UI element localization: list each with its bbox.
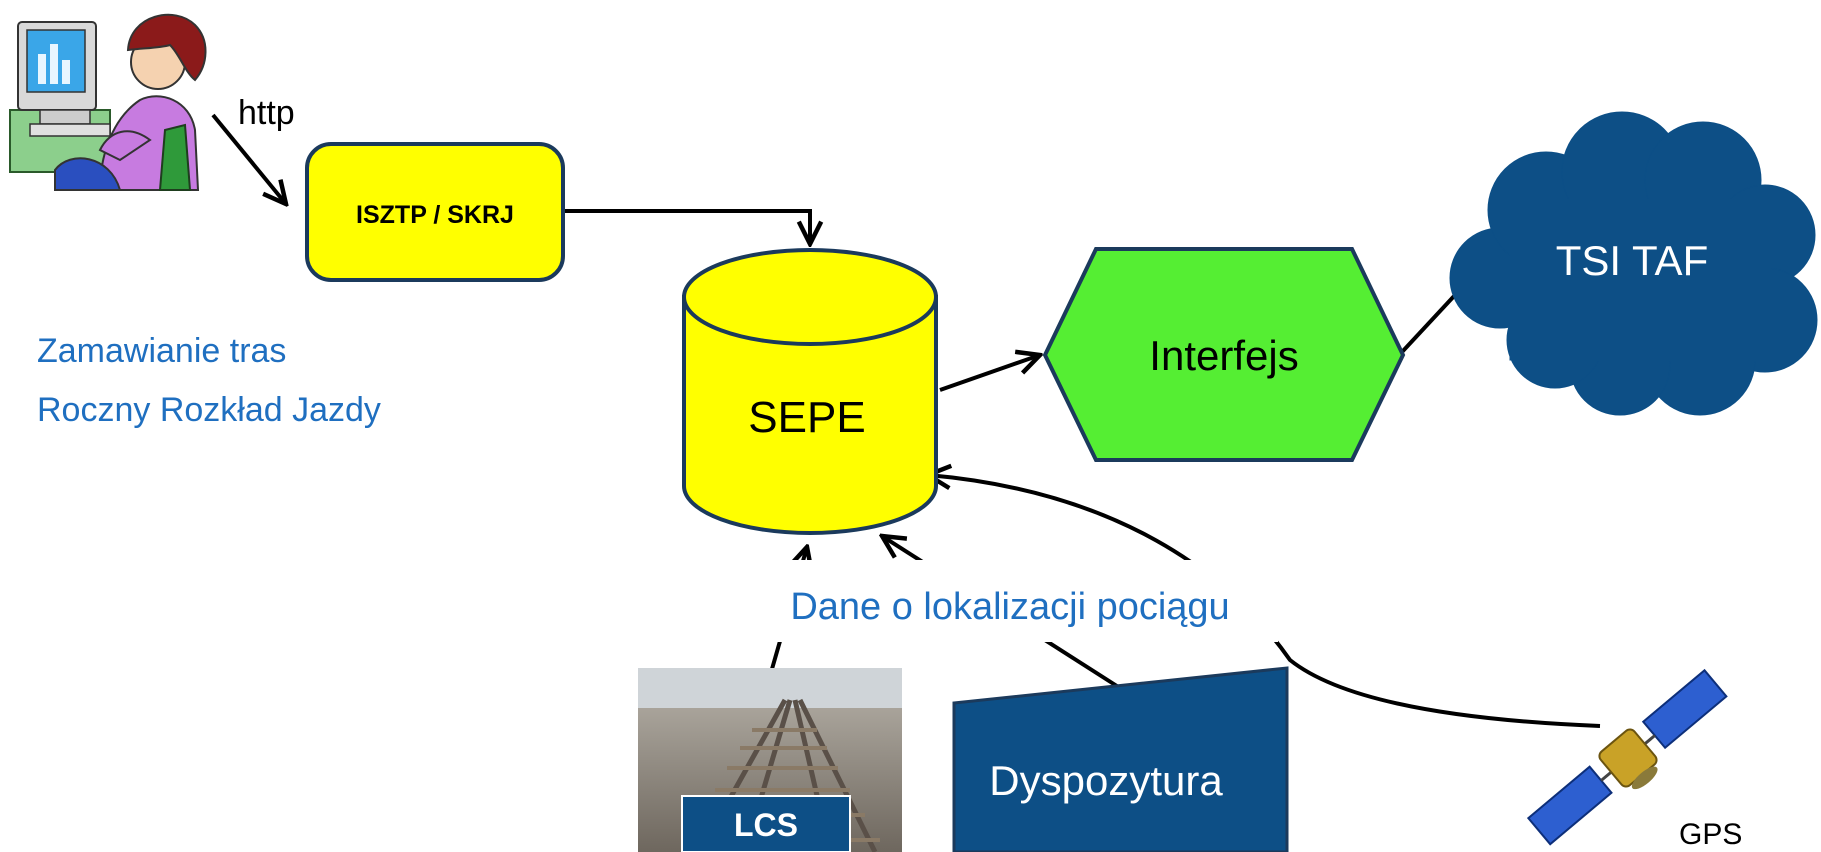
interfejs-hexagon — [1042, 247, 1406, 462]
railway-tracks-photo — [638, 668, 902, 852]
sepe-database-cylinder — [682, 248, 938, 535]
gps-satellite-icon — [1526, 668, 1728, 846]
dyspozytura-block — [952, 666, 1289, 852]
arrow-sepe-to-interfejs — [939, 355, 1040, 392]
location-data-caption: Dane o lokalizacji pociągu — [790, 586, 1229, 628]
arrow-user-to-isztp — [211, 113, 286, 204]
tsi-taf-cloud — [1449, 111, 1818, 416]
isztp-skrj-box — [305, 142, 565, 282]
isztp-skrj-label: ISZTP / SKRJ — [356, 201, 514, 229]
sepe-label: SEPE — [748, 393, 865, 442]
lcs-label: LCS — [734, 807, 798, 843]
interfejs-label: Interfejs — [1149, 332, 1298, 379]
arrow-gps-to-sepe — [928, 475, 1601, 728]
caption-background — [742, 560, 1278, 642]
user-at-computer-icon — [9, 13, 207, 191]
gps-label: GPS — [1679, 818, 1742, 851]
zamawianie-tras-text: Zamawianie tras — [37, 332, 286, 370]
tsi-taf-label: TSI TAF — [1556, 237, 1708, 284]
arrow-isztp-to-sepe — [563, 209, 810, 244]
dyspozytura-label: Dyspozytura — [989, 757, 1223, 804]
roczny-rozklad-text: Roczny Rozkład Jazdy — [37, 391, 381, 429]
http-label: http — [238, 94, 295, 132]
